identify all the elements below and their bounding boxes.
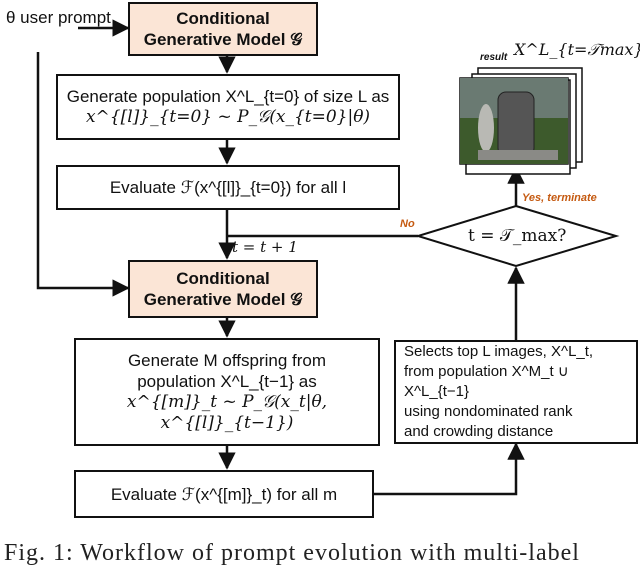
offspring-line-2: population X^L_{t−1} as bbox=[137, 372, 317, 391]
select-line-3: using nondominated rank bbox=[404, 403, 573, 420]
arrow-prompt-to-model2 bbox=[36, 52, 130, 297]
evaluate-offspring-box: Evaluate ℱ(x^{[m]}_t) for all m bbox=[74, 470, 374, 518]
model-1-line-1: Conditional bbox=[176, 9, 270, 28]
select-line-1: Selects top L images, X^L_t, bbox=[404, 343, 594, 360]
result-label: result bbox=[480, 52, 508, 63]
figure-caption: Fig. 1: Workflow of prompt evolution wit… bbox=[4, 540, 580, 566]
selection-box: Selects top L images, X^L_t, from popula… bbox=[394, 340, 638, 444]
evaluate-2-text: Evaluate ℱ(x^{[m]}_t) for all m bbox=[110, 484, 338, 504]
model-2-line-1: Conditional bbox=[176, 269, 270, 288]
evaluate-1-text: Evaluate ℱ(x^{[l]}_{t=0}) for all l bbox=[109, 178, 347, 197]
conditional-generative-model-box-1: Conditional Generative Model 𝒢 bbox=[128, 2, 318, 56]
decision-text: t = 𝒯_max? bbox=[468, 226, 567, 246]
select-line-4: and crowding distance bbox=[404, 423, 554, 440]
increment-label: t = t + 1 bbox=[232, 238, 298, 256]
generate-line-1: Generate population X^L_{t=0} of size L … bbox=[66, 87, 390, 106]
conditional-generative-model-box-2: Conditional Generative Model 𝒢 bbox=[128, 260, 318, 318]
user-prompt-label: θ user prompt bbox=[6, 8, 111, 27]
generate-line-2: x^{[l]}_{t=0} ~ P_𝒢(x_{t=0}|θ) bbox=[85, 107, 371, 127]
select-line-2: from population X^M_t ∪ X^L_{t−1} bbox=[404, 363, 569, 400]
model-2-line-2: Generative Model 𝒢 bbox=[143, 290, 303, 309]
yes-terminate-label: Yes, terminate bbox=[522, 192, 597, 204]
offspring-line-1: Generate M offspring from bbox=[127, 351, 327, 370]
decision-diamond bbox=[414, 204, 620, 268]
result-image-stack bbox=[459, 67, 583, 175]
generate-population-box: Generate population X^L_{t=0} of size L … bbox=[56, 74, 400, 140]
result-math-label: X^L_{t=𝒯max} bbox=[514, 40, 640, 59]
model-1-line-2: Generative Model 𝒢 bbox=[143, 30, 303, 49]
offspring-line-3: x^{[m]}_t ~ P_𝒢(x_t|θ, x^{[l]}_{t−1}) bbox=[126, 392, 328, 433]
evaluate-initial-box: Evaluate ℱ(x^{[l]}_{t=0}) for all l bbox=[56, 165, 400, 210]
generate-offspring-box: Generate M offspring from population X^L… bbox=[74, 338, 380, 446]
no-label: No bbox=[400, 218, 415, 230]
arrow-evaluate2-to-select bbox=[374, 442, 525, 496]
